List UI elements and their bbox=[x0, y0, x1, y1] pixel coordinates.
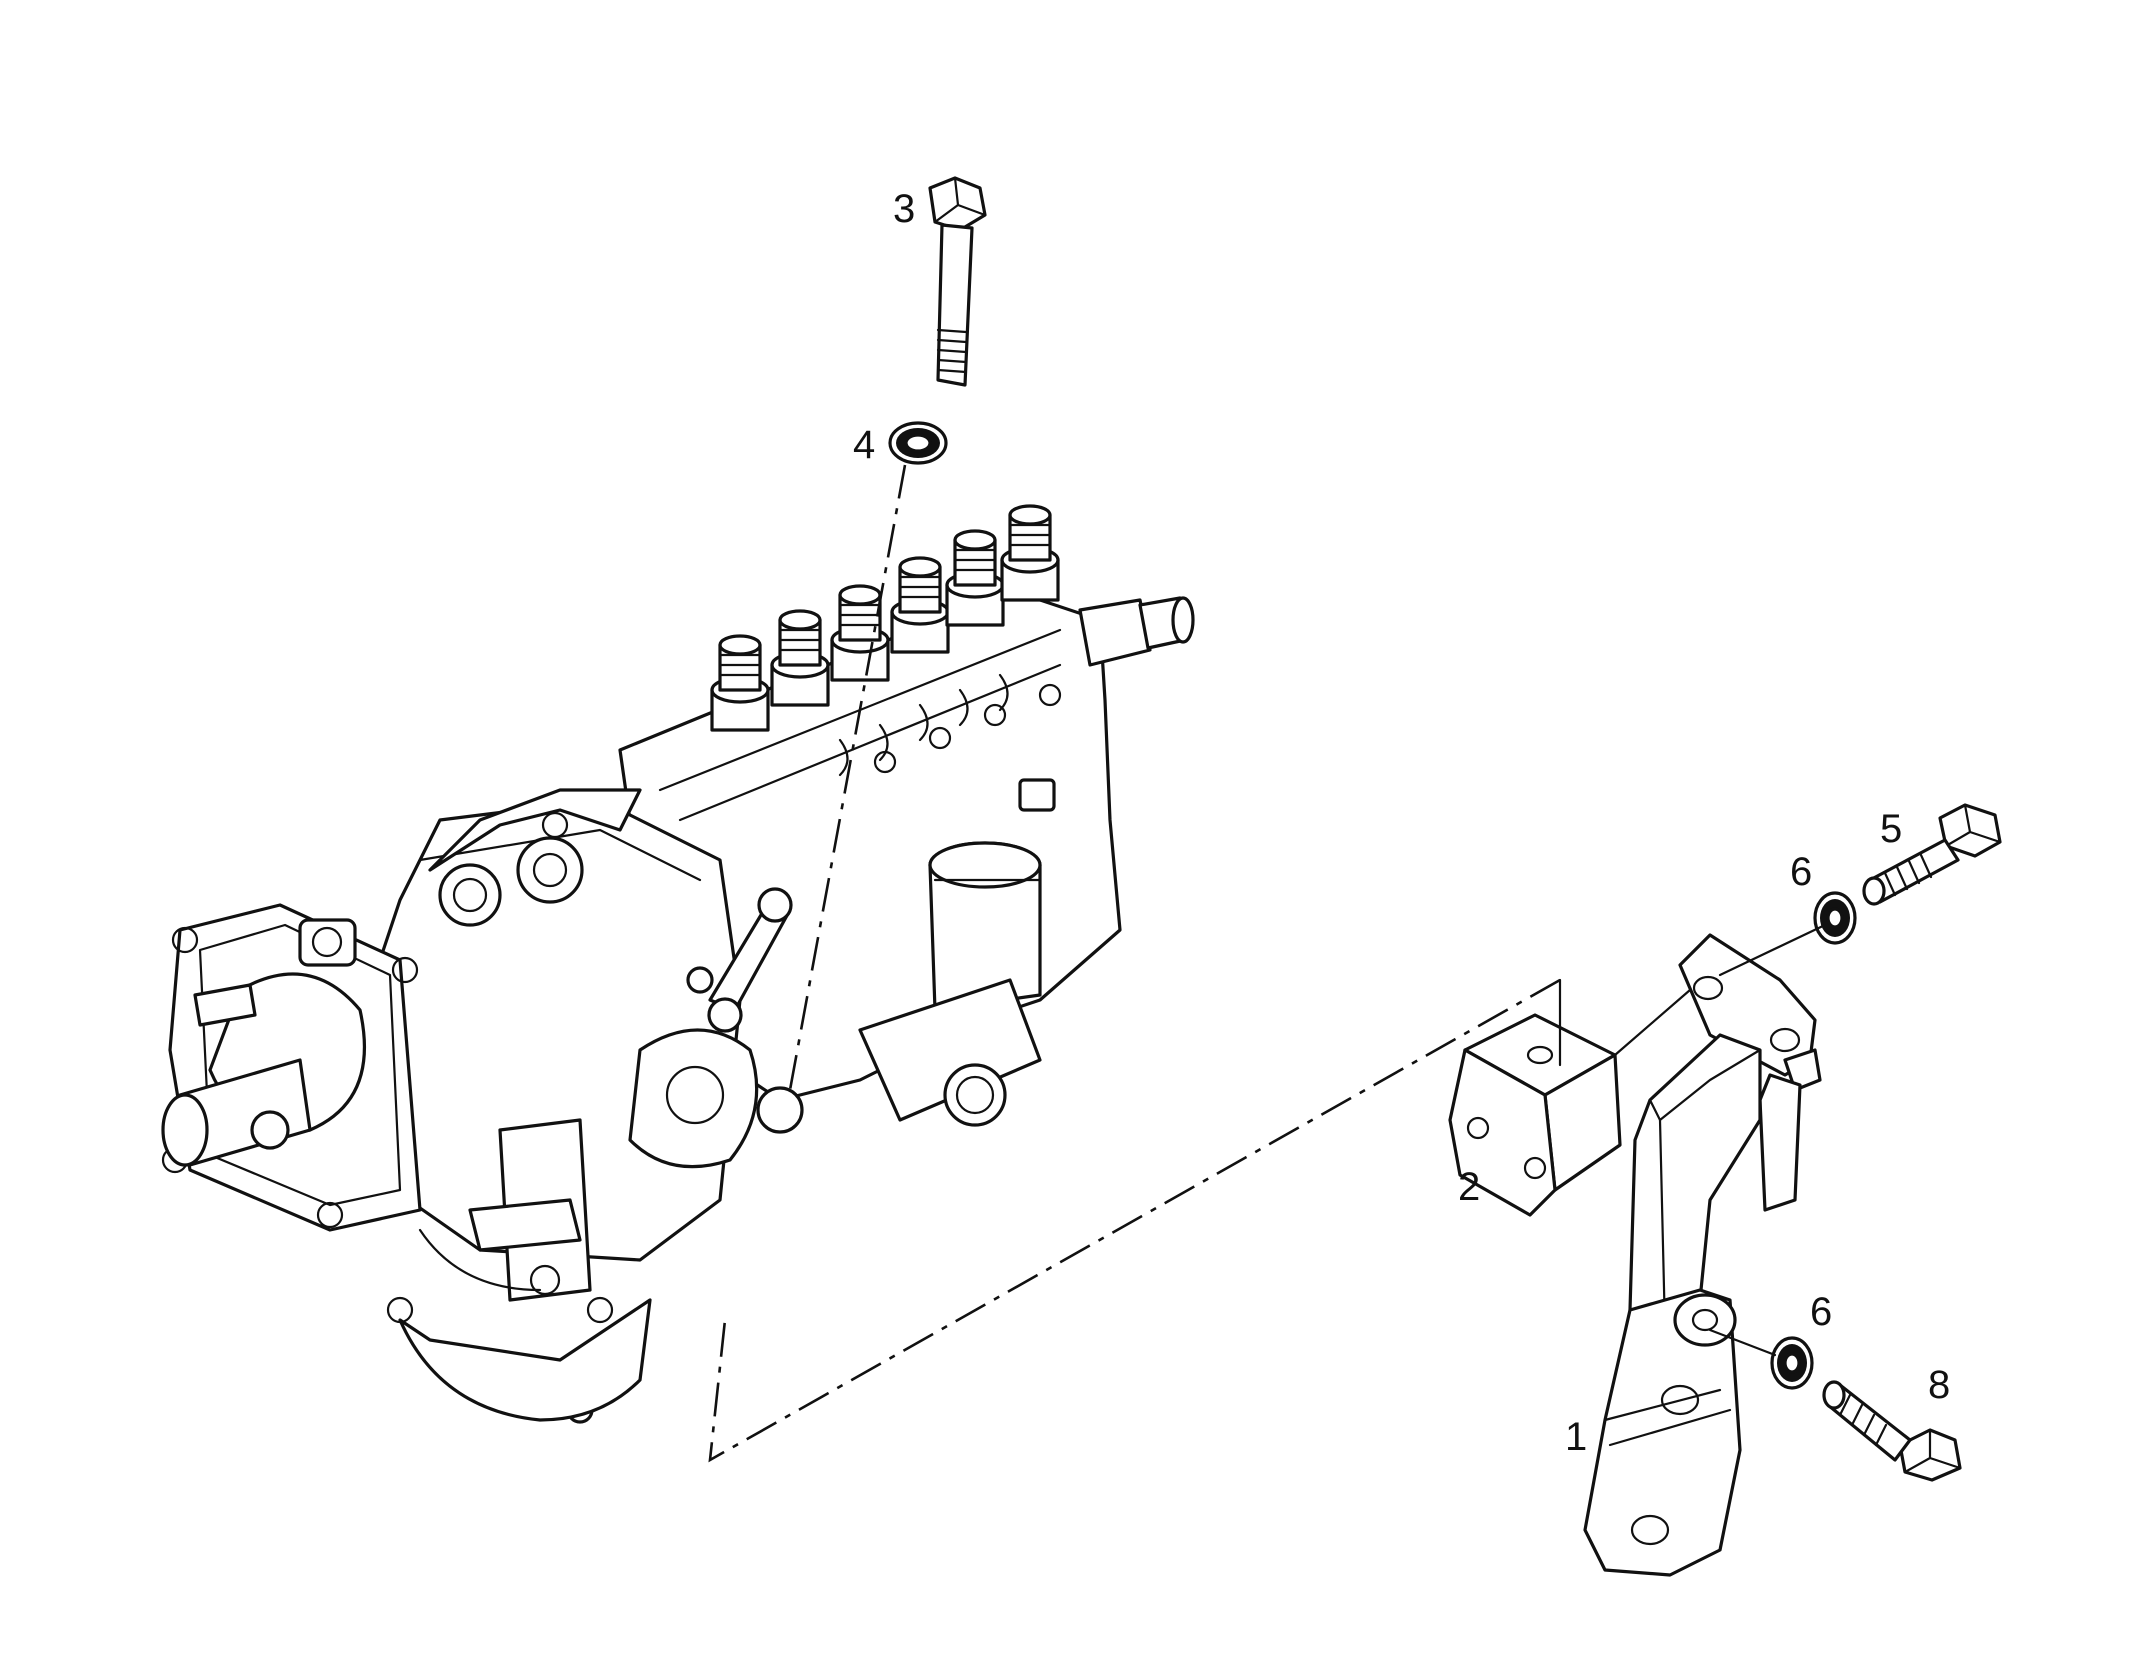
lifting-eye bbox=[428, 788, 642, 927]
callout-5: 5 bbox=[1880, 807, 1902, 851]
callout-4: 4 bbox=[853, 423, 875, 467]
overflow-valve bbox=[1078, 596, 1195, 667]
spacer-block-2 bbox=[1448, 1013, 1622, 1217]
delivery-valve-fittings bbox=[710, 504, 1060, 732]
washer-6-lower bbox=[1770, 1336, 1814, 1390]
washer-6-upper bbox=[1813, 891, 1857, 945]
bolt-8 bbox=[1822, 1380, 1962, 1482]
bolt-3 bbox=[928, 176, 987, 387]
bolt-5 bbox=[1862, 803, 2002, 906]
injection-pump bbox=[161, 504, 1195, 1424]
washer-4 bbox=[888, 421, 948, 465]
control-linkage bbox=[686, 887, 793, 1033]
callout-3: 3 bbox=[893, 187, 915, 231]
callout-6-lower: 6 bbox=[1810, 1290, 1832, 1334]
callout-6-upper: 6 bbox=[1790, 850, 1812, 894]
callout-1: 1 bbox=[1565, 1415, 1587, 1459]
callout-2: 2 bbox=[1458, 1165, 1480, 1209]
assembly-lines bbox=[708, 464, 1827, 1463]
governor-cover-plate bbox=[161, 903, 422, 1232]
hand-primer bbox=[858, 841, 1042, 1127]
bracket-1 bbox=[1583, 933, 1822, 1577]
callout-8: 8 bbox=[1928, 1363, 1950, 1407]
